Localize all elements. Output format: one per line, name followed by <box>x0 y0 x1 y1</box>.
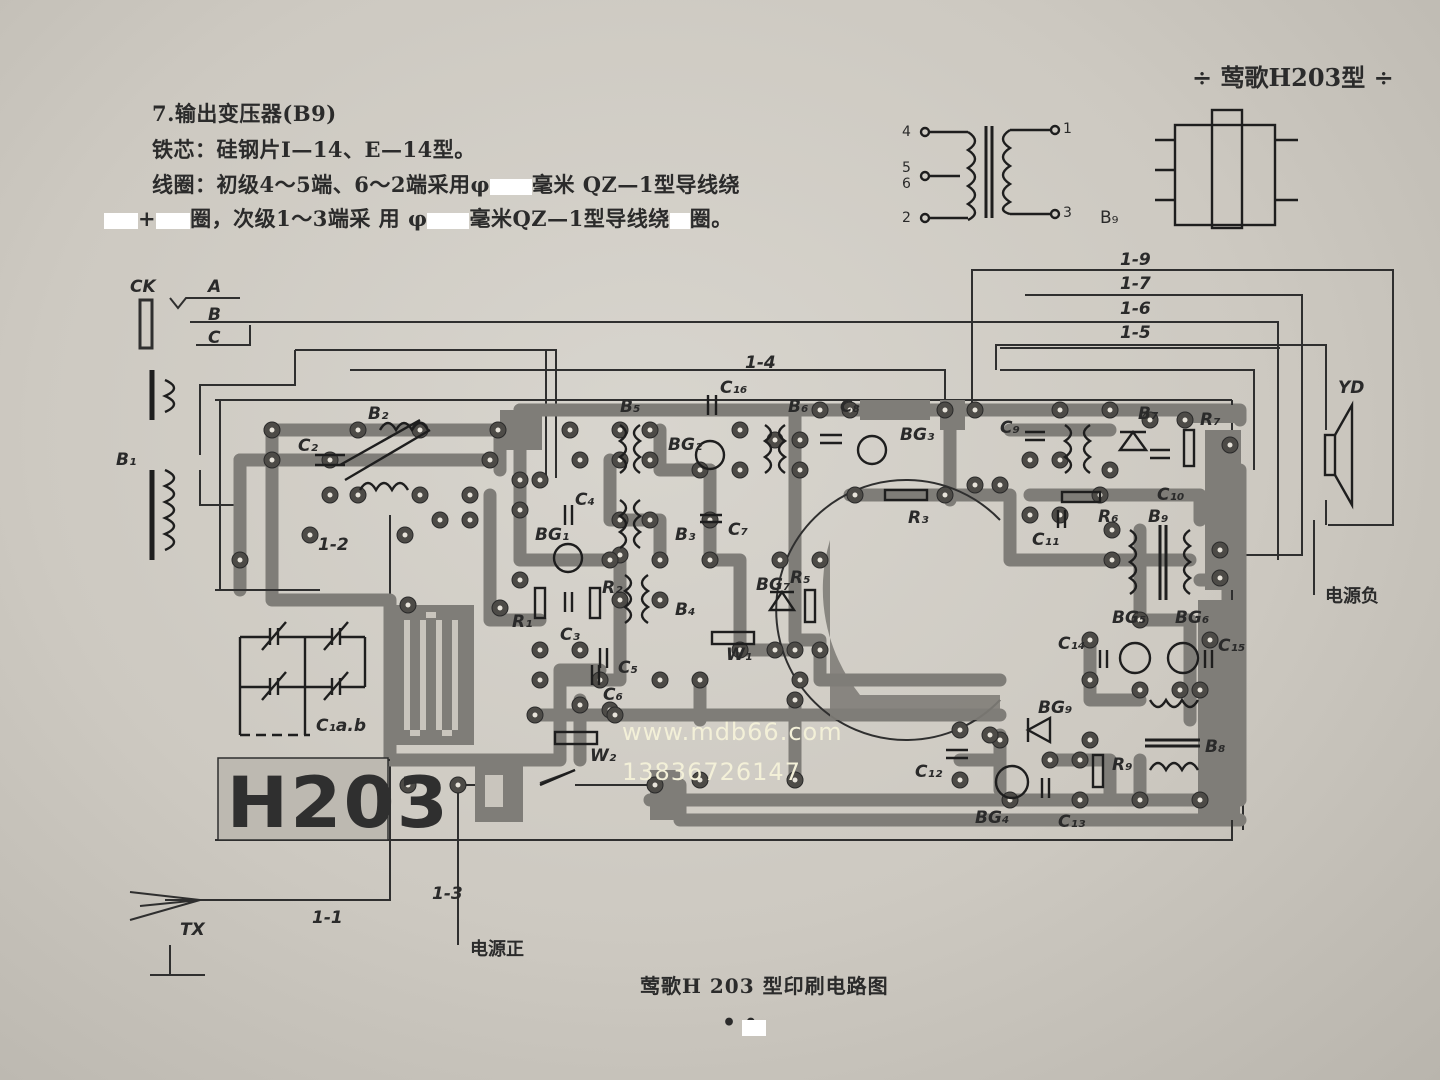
label-c11: C₁₁ <box>1032 530 1060 550</box>
label-c6: C₆ <box>603 685 623 705</box>
b9-pin-5: 5 <box>902 160 911 176</box>
label-w1: W₁ <box>726 645 753 665</box>
label-bg2: BG₂ <box>668 435 703 455</box>
label-c14: C₁₄ <box>1058 634 1086 654</box>
coil-line2-c: 毫米QZ—1型导线绕 <box>469 206 670 231</box>
label-c10: C₁₀ <box>1157 485 1185 505</box>
label-b7: B₇ <box>1138 404 1159 424</box>
redaction <box>104 212 138 229</box>
redaction <box>156 212 191 229</box>
header-model: ÷ 莺歌H203型 ÷ <box>1192 63 1394 92</box>
label-c2: C₂ <box>298 436 318 456</box>
coil-line1-a: 线圈：初级4～5端、6～2端采用φ <box>152 172 490 197</box>
label-r7: R₇ <box>1200 410 1221 430</box>
label-bg3: BG₃ <box>900 425 935 445</box>
label-b6: B₆ <box>788 397 809 417</box>
label-bg5: BG₅ <box>1112 608 1147 628</box>
spec-core: 铁芯：硅钢片I—14、E—14型。 <box>152 137 476 162</box>
label-b4: B₄ <box>675 600 696 620</box>
label-r1: R₁ <box>512 612 533 632</box>
label-b3: B₃ <box>675 525 696 545</box>
label-b5: B₅ <box>620 397 641 417</box>
redaction <box>669 212 690 229</box>
page-number-redaction <box>742 1020 766 1036</box>
wire-label-1-9: 1-9 <box>1120 250 1151 270</box>
label-b2: B₂ <box>368 404 389 424</box>
watermark-url: www.mdb66.com <box>622 718 843 746</box>
board-logo: H203 <box>226 762 451 844</box>
wire-label-1-4: 1-4 <box>745 353 776 373</box>
antenna-label: TX <box>180 920 205 940</box>
wire-label-1-7: 1-7 <box>1120 274 1151 294</box>
jack-pin-b: B <box>208 305 221 325</box>
jack-pin-a: A <box>208 277 222 297</box>
coil-line1-b: 毫米 QZ—1型导线绕 <box>531 172 740 197</box>
label-r2: R₂ <box>602 578 623 598</box>
label-r3: R₃ <box>908 508 929 528</box>
redaction <box>489 178 532 195</box>
b9-label: B₉ <box>1100 208 1119 228</box>
wire-label-1-2: 1-2 <box>318 535 349 555</box>
label-c13: C₁₃ <box>1058 812 1086 832</box>
wire-label-1-3: 1-3 <box>432 884 463 904</box>
spec-coil-line2: + 圈，次级1～3端采 用 φ 毫米QZ—1型导线绕圈。 <box>104 203 733 233</box>
label-c16: C₁₆ <box>720 378 748 398</box>
label-r9: R₉ <box>1112 755 1133 775</box>
label-bg1: BG₁ <box>535 525 570 545</box>
coil-line2-a: + <box>138 206 157 231</box>
label-b1: B₁ <box>116 450 137 470</box>
label-r6: R₆ <box>1098 507 1119 527</box>
power-positive-label: 电源正 <box>470 939 524 960</box>
label-bg4: BG₄ <box>975 808 1010 828</box>
label-c5: C₅ <box>618 658 638 678</box>
coil-line2-b: 圈，次级1～3端采 用 φ <box>190 206 428 231</box>
label-w2: W₂ <box>590 746 617 766</box>
figure-caption: 莺歌H 203 型印刷电路图 <box>640 974 889 998</box>
label-c15: C₁₅ <box>1218 636 1246 656</box>
label-bg9: BG₉ <box>1038 698 1073 718</box>
label-bg7: BG₇ <box>756 575 791 595</box>
label-c8: C₈ <box>840 397 860 417</box>
label-bg6: BG₆ <box>1175 608 1210 628</box>
speaker-label: YD <box>1338 378 1365 398</box>
coil-line2-d: 圈。 <box>689 206 733 231</box>
label-b9-board: B₉ <box>1148 507 1169 527</box>
wire-label-1-6: 1-6 <box>1120 299 1151 319</box>
b9-pin-2: 2 <box>902 210 911 226</box>
label-c1ab: C₁a.b <box>316 716 367 736</box>
label-c3: C₃ <box>560 625 580 645</box>
spec-heading: 7.输出变压器(B9) <box>152 101 337 126</box>
b9-pin-6: 6 <box>902 176 911 192</box>
spec-coil-line1: 线圈：初级4～5端、6～2端采用φ 毫米 QZ—1型导线绕 <box>152 169 740 199</box>
watermark-phone: 13836726147 <box>622 758 801 786</box>
label-r5: R₅ <box>790 568 811 588</box>
b9-pin-4: 4 <box>902 124 911 140</box>
label-c9: C₉ <box>1000 418 1020 438</box>
wire-label-1-5: 1-5 <box>1120 323 1151 343</box>
b9-pin-1: 1 <box>1063 121 1072 137</box>
jack-pin-c: C <box>208 328 221 348</box>
label-c7: C₇ <box>728 520 748 540</box>
redaction <box>427 212 470 229</box>
label-c12: C₁₂ <box>915 762 943 782</box>
b9-pin-3: 3 <box>1063 205 1072 221</box>
label-b8: B₈ <box>1205 737 1226 757</box>
jack-label: CK <box>130 277 156 297</box>
wire-label-1-1: 1-1 <box>312 908 343 928</box>
power-negative-label: 电源负 <box>1325 586 1379 607</box>
label-c4: C₄ <box>575 490 595 510</box>
